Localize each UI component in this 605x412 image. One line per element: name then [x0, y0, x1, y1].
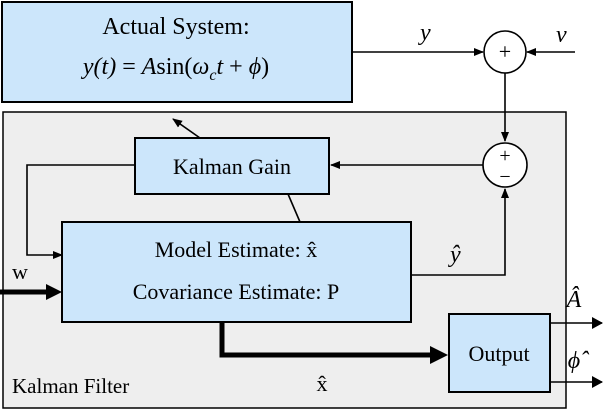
model-covariance-block	[61, 221, 412, 323]
gain-feedback-line	[26, 164, 135, 259]
kalman-gain-block	[134, 137, 330, 195]
a-hat-label: Â	[565, 287, 582, 313]
eq-omega: ω	[192, 54, 209, 80]
actual-system-equation: y(t) = Asin(ωct + ϕ)	[81, 54, 269, 84]
gain-diagonal-lower	[287, 193, 301, 223]
y-hat-label: ŷ	[448, 242, 461, 268]
eq-subscript-c: c	[209, 67, 216, 84]
eq-plus: +	[229, 54, 243, 80]
a-hat-arrowhead	[592, 317, 603, 329]
w-noise-label: w	[12, 259, 28, 284]
phi-hat-arrowhead	[592, 376, 603, 388]
model-estimate-label: Model Estimate: x̂	[155, 237, 318, 262]
x-hat-line	[219, 322, 432, 358]
eq-sin: sin(	[156, 54, 192, 80]
y-hat-line	[411, 188, 509, 276]
lower-junction-minus: −	[499, 166, 510, 188]
v-noise-label: v	[556, 22, 567, 48]
eq-lhs: y(t)	[81, 54, 116, 80]
eq-phi: ϕ	[249, 54, 261, 80]
kalman-filter-label: Kalman Filter	[12, 374, 129, 398]
eq-t: t	[216, 54, 224, 80]
eq-close: )	[261, 54, 269, 80]
actual-system-block	[1, 1, 353, 103]
y-signal-label: y	[418, 20, 431, 46]
output-label: Output	[468, 341, 529, 366]
output-block	[448, 313, 551, 393]
eq-equals: =	[122, 54, 136, 80]
top-junction-sign: +	[499, 39, 511, 64]
lower-junction-plus: +	[499, 145, 510, 167]
gain-diagonal-upper-arrow	[172, 118, 201, 139]
w-noise-arrowhead	[46, 284, 62, 300]
x-hat-arrowhead	[430, 346, 448, 364]
x-hat-label: x̂	[317, 371, 328, 396]
covariance-estimate-label: Covariance Estimate: P	[133, 279, 340, 304]
kalman-gain-label: Kalman Gain	[173, 154, 291, 179]
actual-system-title: Actual System:	[102, 14, 249, 40]
eq-amplitude: A	[140, 54, 157, 80]
phi-hat-label: ϕ̂	[568, 348, 589, 374]
